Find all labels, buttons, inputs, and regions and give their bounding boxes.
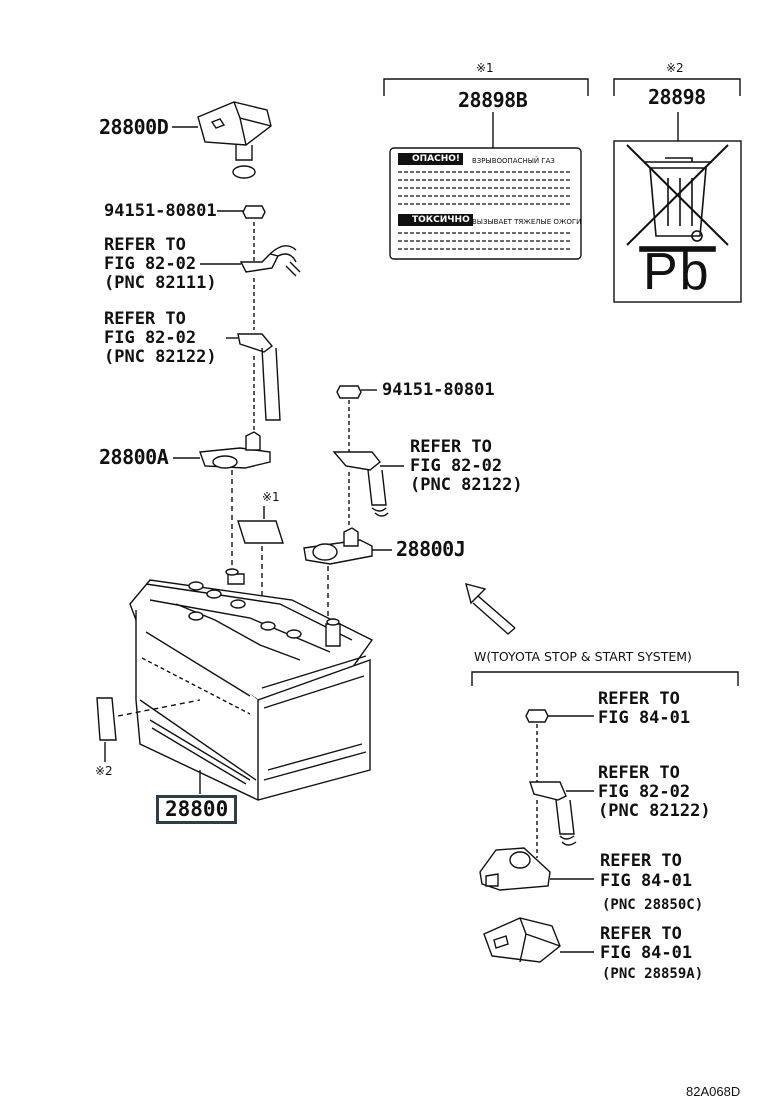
- bracket-28898B: [383, 78, 589, 96]
- warning-toxic-title: ТОКСИЧНО: [398, 214, 473, 226]
- ss-refer-nut-line2[interactable]: FIG 84-01: [598, 708, 691, 728]
- ss-refer-cover-line2[interactable]: FIG 84-01: [600, 943, 693, 963]
- nut-94151-right: [336, 385, 377, 452]
- ground-cable-82111: [200, 245, 301, 277]
- ss-refer-cable-line3[interactable]: (PNC 82122): [598, 801, 711, 821]
- battery-28800: [129, 568, 374, 801]
- part-28898[interactable]: 28898: [648, 85, 706, 109]
- note1-mark-label: ※1: [262, 490, 280, 504]
- ss-refer-clamp-line1[interactable]: REFER TO: [600, 851, 682, 871]
- figure-id: 82A068D: [686, 1084, 741, 1099]
- note1-mark-top: ※1: [476, 61, 494, 75]
- stop-start-title: W(TOYOTA STOP & START SYSTEM): [474, 649, 692, 664]
- stop-start-cable: [529, 781, 594, 858]
- stop-start-clamp: [479, 847, 594, 891]
- warning-danger-title: ОПАСНО!: [398, 153, 464, 165]
- note2-label-sheet: [96, 697, 117, 741]
- part-28800D[interactable]: 28800D: [99, 115, 169, 139]
- part-94151-right[interactable]: 94151-80801: [382, 380, 495, 400]
- part-28800A[interactable]: 28800A: [99, 445, 169, 469]
- refer-82111-line1[interactable]: REFER TO: [104, 235, 186, 255]
- battery-cable-82122-upper: [226, 278, 281, 430]
- part-28898B[interactable]: 28898B: [458, 88, 528, 112]
- stop-start-nut: [525, 709, 594, 782]
- terminal-28800J: [303, 527, 392, 628]
- refer-82122a-line3[interactable]: (PNC 82122): [104, 347, 217, 367]
- ss-refer-nut-line1[interactable]: REFER TO: [598, 689, 680, 709]
- refer-82122b-line1[interactable]: REFER TO: [410, 437, 492, 457]
- terminal-cover-28800D: [172, 101, 272, 179]
- part-28800J[interactable]: 28800J: [396, 537, 466, 561]
- note2-mark-top: ※2: [666, 61, 684, 75]
- bracket-stop-start: [471, 671, 739, 686]
- refer-82111-line2[interactable]: FIG 82-02: [104, 254, 197, 274]
- note2-mark-side: ※2: [95, 764, 113, 778]
- nut-94151-top: [217, 205, 266, 262]
- battery-cable-82122-right: [332, 451, 404, 528]
- part-28800[interactable]: 28800: [156, 795, 238, 824]
- part-94151-top[interactable]: 94151-80801: [104, 201, 217, 221]
- lead-symbol: Pb: [643, 243, 711, 301]
- ss-refer-clamp-line3[interactable]: (PNC 28850C): [602, 897, 704, 913]
- bracket-28898: [613, 78, 741, 96]
- refer-82122b-line3[interactable]: (PNC 82122): [410, 475, 523, 495]
- warning-danger-text: ВЗРЫВООПАСНЫЙ ГАЗ: [472, 157, 555, 165]
- ss-refer-cover-line1[interactable]: REFER TO: [600, 924, 682, 944]
- crossed-bin-icon: [626, 144, 729, 252]
- ss-refer-clamp-line2[interactable]: FIG 84-01: [600, 871, 693, 891]
- ss-refer-cable-line2[interactable]: FIG 82-02: [598, 782, 691, 802]
- warning-toxic-text: ВЫЗЫВАЕТ ТЯЖЕЛЫЕ ОЖОГИ: [472, 218, 582, 226]
- ss-refer-cable-line1[interactable]: REFER TO: [598, 763, 680, 783]
- note1-label-sheet: [237, 520, 284, 544]
- direction-arrow: [465, 583, 516, 635]
- ss-refer-cover-line3[interactable]: (PNC 28859A): [602, 966, 704, 982]
- stop-start-cover: [483, 917, 594, 963]
- terminal-28800A: [173, 431, 271, 568]
- refer-82122a-line1[interactable]: REFER TO: [104, 309, 186, 329]
- refer-82122a-line2[interactable]: FIG 82-02: [104, 328, 197, 348]
- refer-82111-line3[interactable]: (PNC 82111): [104, 273, 217, 293]
- refer-82122b-line2[interactable]: FIG 82-02: [410, 456, 503, 476]
